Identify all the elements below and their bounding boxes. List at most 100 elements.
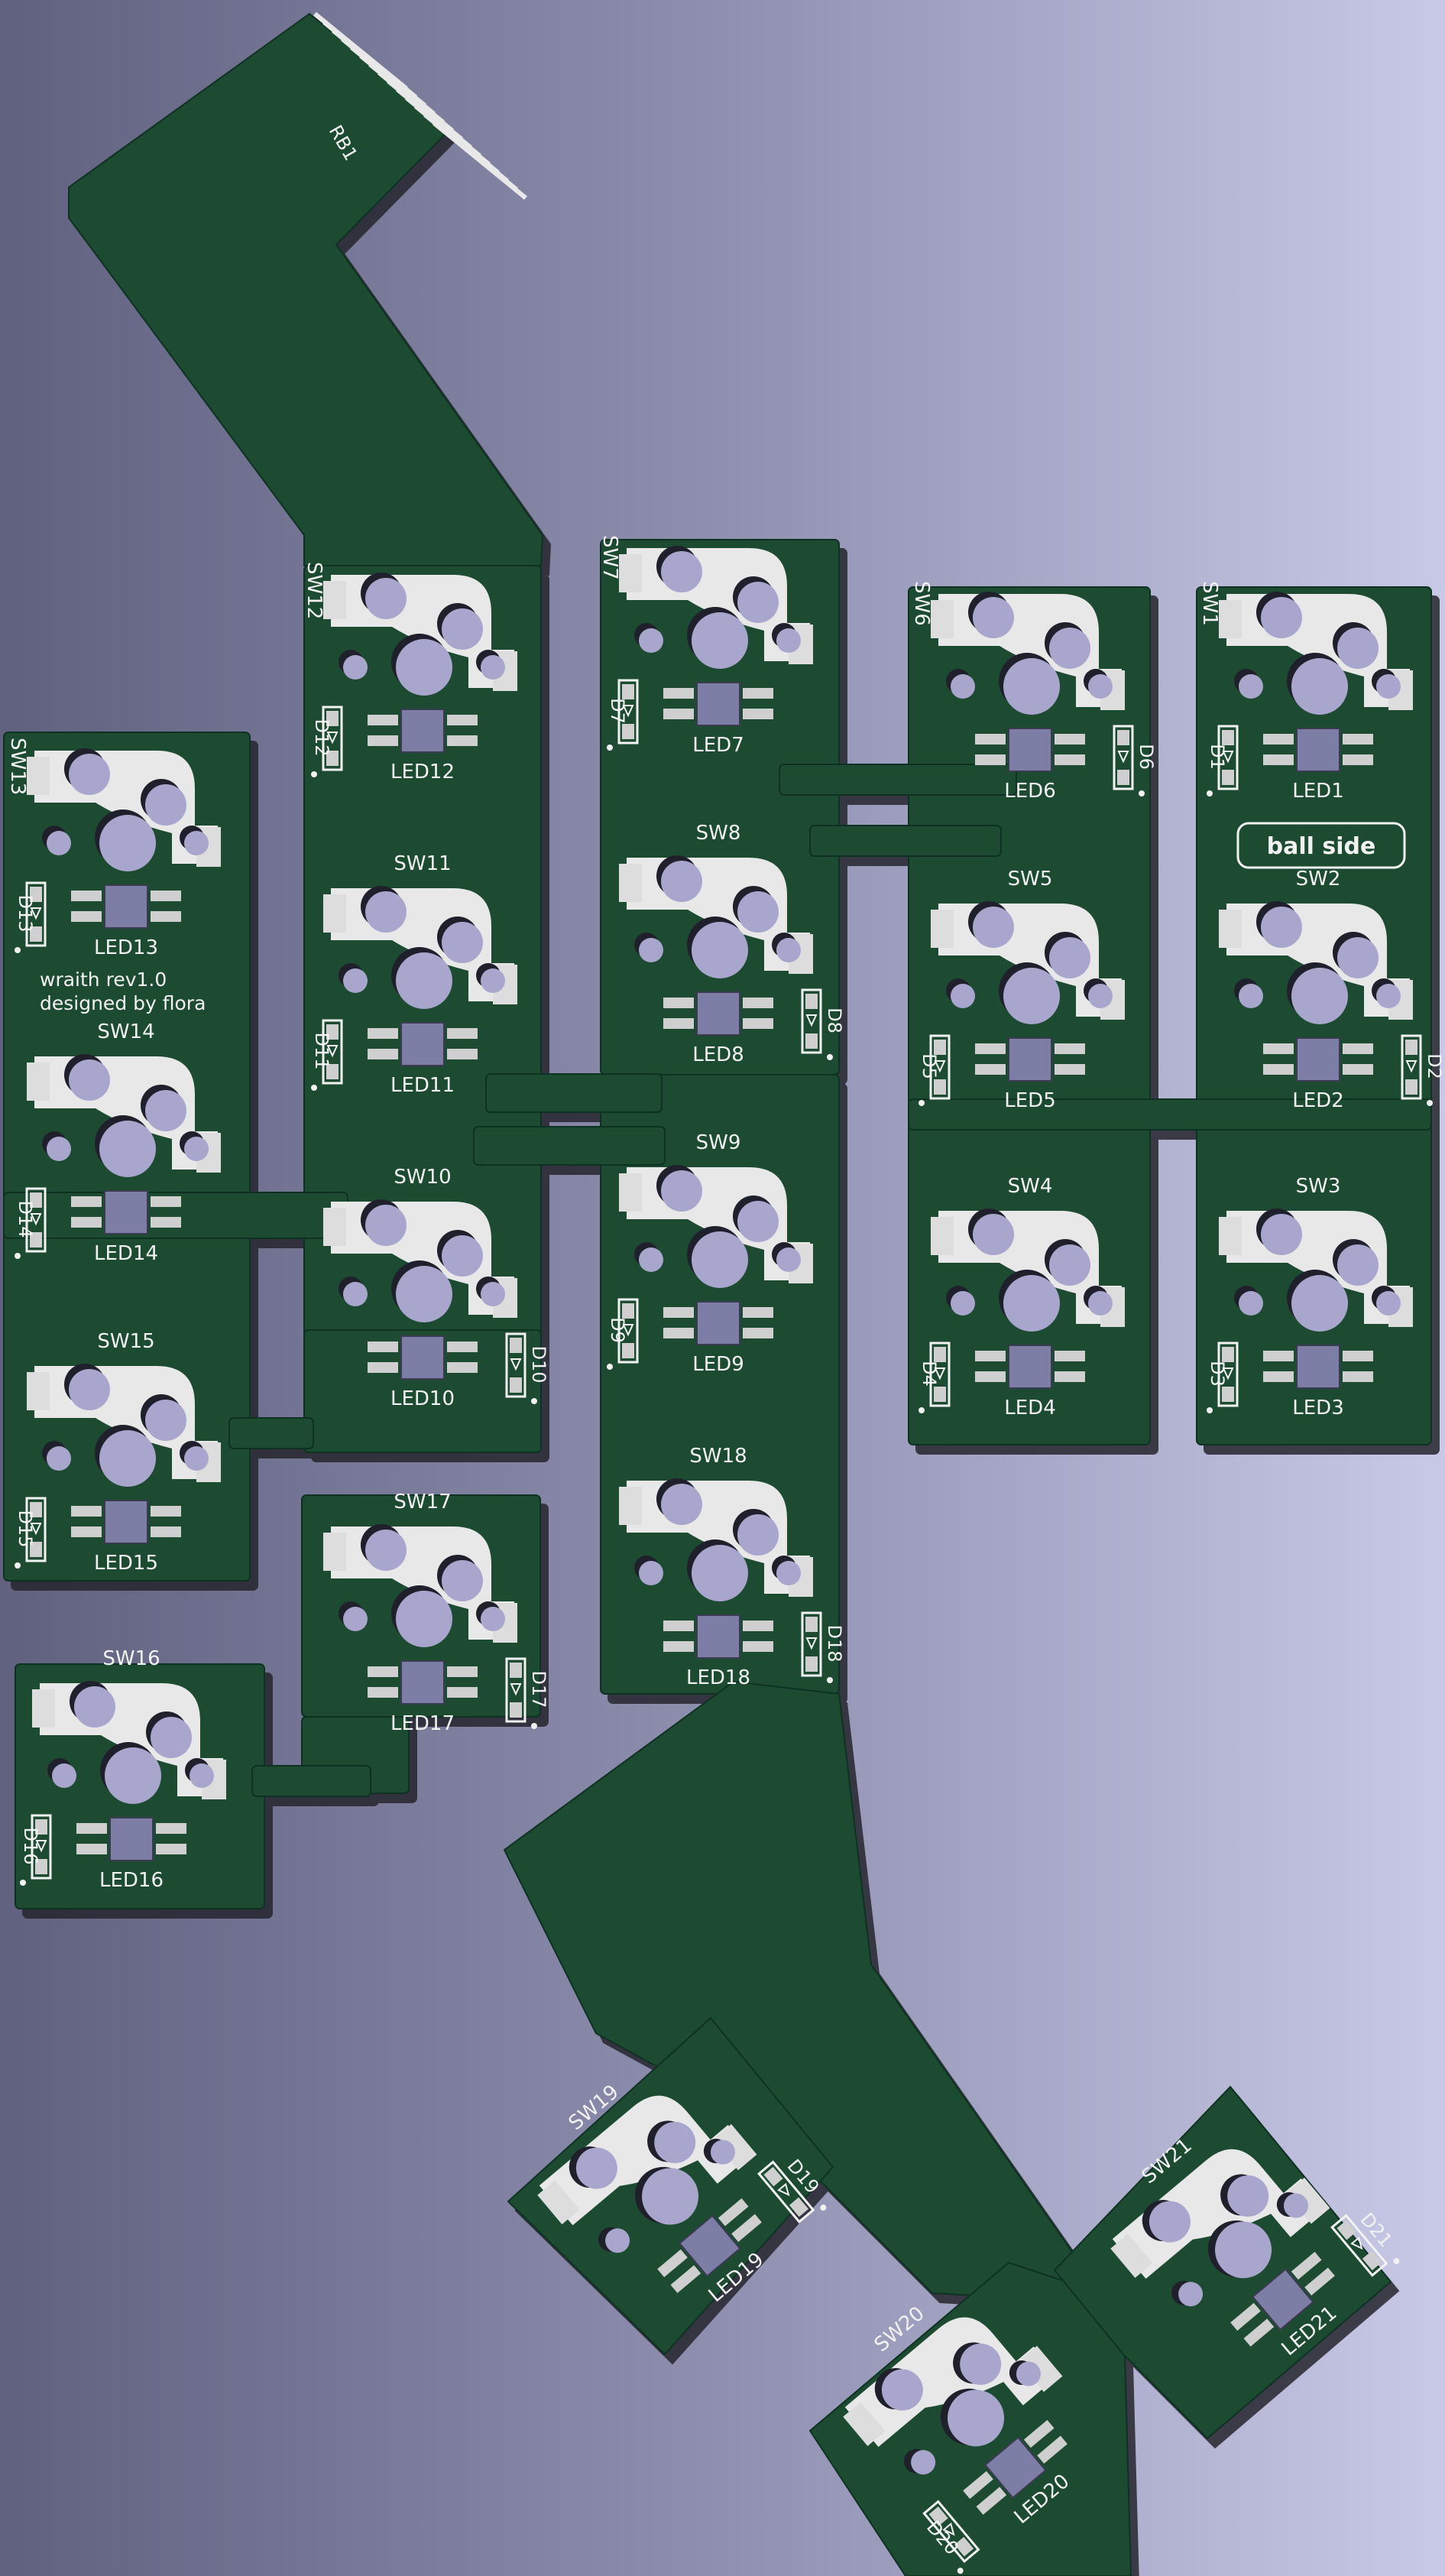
switch-hole bbox=[1337, 937, 1379, 978]
diode-label: D12 bbox=[311, 719, 332, 756]
switch-hole bbox=[1049, 628, 1090, 669]
switch-hole bbox=[343, 1282, 368, 1306]
diode-label: D21 bbox=[1356, 2209, 1397, 2252]
switch-hole bbox=[145, 784, 186, 826]
switch-hole bbox=[737, 1514, 779, 1556]
led-label: LED6 bbox=[1004, 780, 1055, 803]
diode-label: D14 bbox=[15, 1200, 36, 1238]
ball-side-text: ball side bbox=[1267, 833, 1376, 860]
socket-tab-pad bbox=[27, 757, 50, 795]
switch-label: SW2 bbox=[1296, 868, 1341, 891]
switch-hole bbox=[481, 1282, 505, 1306]
credit-text: wraith rev1.0 designed by flora bbox=[40, 968, 206, 1014]
switch-hole bbox=[1239, 1291, 1263, 1316]
switch-hole bbox=[343, 1607, 368, 1631]
switch-hole bbox=[69, 754, 110, 795]
switch-hole bbox=[1049, 1244, 1090, 1286]
diode-label: D15 bbox=[15, 1510, 36, 1547]
switch-hole bbox=[69, 1369, 110, 1410]
switch-hole bbox=[190, 1763, 214, 1788]
switch-hole bbox=[1215, 2221, 1272, 2279]
switch-hole bbox=[1261, 1214, 1302, 1255]
ribbon-contact-fingers bbox=[313, 11, 527, 200]
socket-tab-pad bbox=[712, 2123, 757, 2171]
switch-hole bbox=[639, 628, 663, 653]
led-package bbox=[696, 1614, 740, 1659]
switch-hole bbox=[1261, 597, 1302, 638]
switch-hole bbox=[661, 551, 702, 592]
socket-tab-pad bbox=[931, 910, 954, 948]
diode-label: D1 bbox=[1207, 744, 1228, 770]
switch-hole bbox=[776, 938, 801, 962]
switch-footprints: LED1D1SW1LED2D2SW2LED3D3SW3LED4D4SW4LED5… bbox=[6, 535, 1445, 2574]
switch-hole bbox=[396, 1266, 452, 1322]
switch-hole bbox=[642, 2168, 699, 2225]
credit-line-1: wraith rev1.0 bbox=[40, 968, 167, 991]
switch-hole bbox=[1376, 674, 1401, 699]
diode-label: D18 bbox=[824, 1624, 845, 1662]
led-package bbox=[678, 2214, 741, 2278]
switch-hole bbox=[776, 1247, 801, 1272]
switch-hole bbox=[184, 1137, 209, 1161]
switch-hole bbox=[710, 2140, 735, 2165]
switch-hole bbox=[365, 578, 407, 619]
led-label: LED3 bbox=[1292, 1397, 1343, 1419]
switch-hole bbox=[911, 2450, 936, 2475]
switch-hole bbox=[365, 1205, 407, 1246]
socket-tab-pad bbox=[27, 1063, 50, 1101]
switch-hole bbox=[1376, 1291, 1401, 1316]
switch-hole bbox=[99, 1430, 156, 1487]
diode-label: D4 bbox=[919, 1361, 940, 1387]
led-label: LED4 bbox=[1004, 1397, 1055, 1419]
switch-label: SW11 bbox=[394, 852, 451, 875]
socket-tab-pad bbox=[323, 1208, 346, 1246]
socket-tab-pad bbox=[931, 600, 954, 638]
led-label: LED5 bbox=[1004, 1089, 1055, 1112]
diode-label: D9 bbox=[607, 1317, 628, 1343]
led-package bbox=[400, 709, 445, 753]
diode-footprint: D7 bbox=[607, 679, 639, 751]
switch-hole bbox=[1003, 658, 1060, 715]
switch-label: SW16 bbox=[102, 1647, 160, 1670]
diode-footprint: D17 bbox=[505, 1657, 549, 1729]
switch-hole bbox=[661, 861, 702, 902]
switch-label: SW6 bbox=[910, 581, 933, 626]
switch-hole bbox=[99, 815, 156, 871]
switch-hole bbox=[951, 674, 975, 699]
led-label: LED14 bbox=[94, 1242, 158, 1265]
diode-label: D17 bbox=[528, 1670, 549, 1708]
diode-label: D2 bbox=[1424, 1053, 1445, 1079]
switch-hole bbox=[639, 1247, 663, 1272]
socket-tab-pad bbox=[931, 1217, 954, 1255]
diode-footprint: D14 bbox=[15, 1187, 47, 1259]
switch-footprint: LED14 D14 SW14 bbox=[15, 1020, 221, 1265]
led-package bbox=[983, 2436, 1047, 2500]
led-package bbox=[109, 1817, 154, 1861]
switch-label: SW14 bbox=[97, 1020, 154, 1043]
socket-tab-pad bbox=[619, 554, 642, 592]
led-package bbox=[1008, 1037, 1052, 1082]
diode-label: D7 bbox=[607, 698, 628, 724]
switch-hole bbox=[692, 1231, 748, 1288]
switch-hole bbox=[74, 1686, 115, 1728]
switch-hole bbox=[1376, 984, 1401, 1008]
diode-footprint: D18 bbox=[801, 1611, 845, 1683]
socket-tab-pad bbox=[1285, 2177, 1330, 2224]
switch-label: SW15 bbox=[97, 1330, 154, 1353]
diode-label: D5 bbox=[919, 1053, 940, 1079]
diode-footprint: D9 bbox=[607, 1298, 639, 1370]
switch-hole bbox=[1239, 674, 1263, 699]
led-package bbox=[400, 1660, 445, 1705]
diode-footprint: D1 bbox=[1207, 725, 1239, 796]
led-package bbox=[104, 1190, 148, 1234]
led-label: LED9 bbox=[692, 1353, 744, 1376]
switch-hole bbox=[881, 2369, 923, 2411]
